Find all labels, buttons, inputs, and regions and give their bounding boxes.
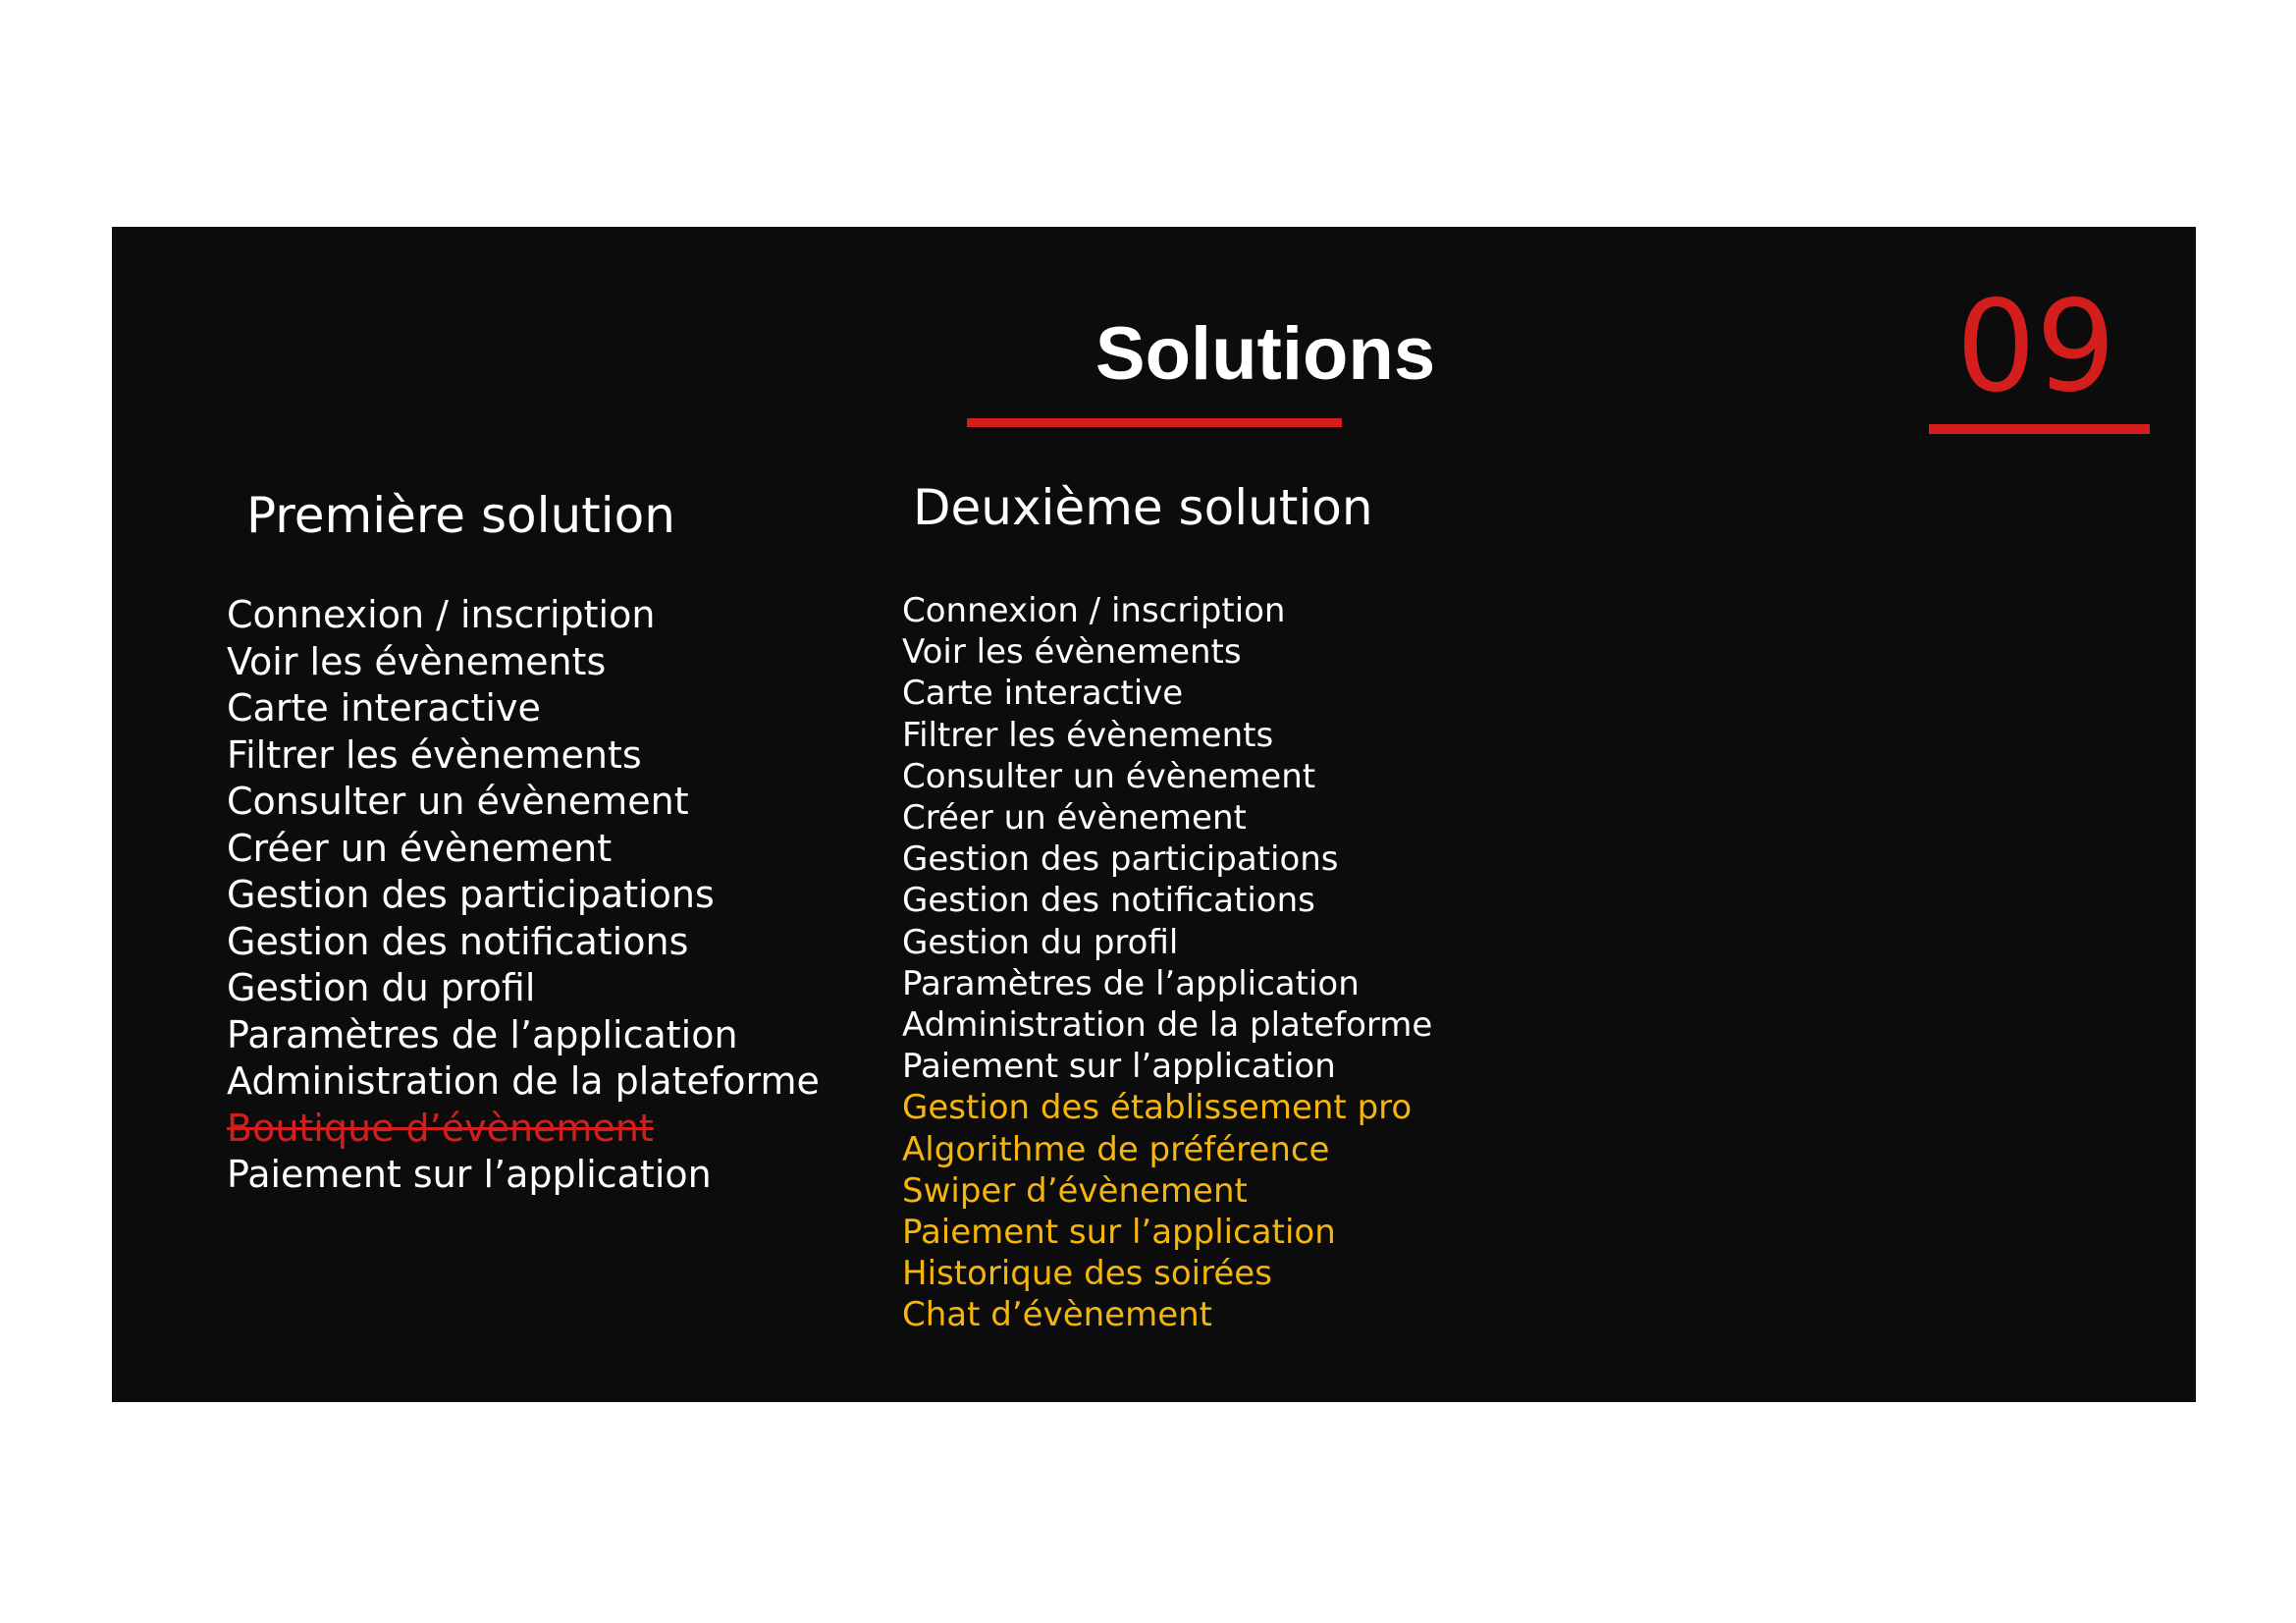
feature-item: Administration de la plateforme — [227, 1059, 820, 1103]
feature-item: Créer un évènement — [902, 798, 1247, 839]
feature-item: Créer un évènement — [227, 826, 613, 870]
feature-item: Gestion des notifications — [227, 919, 689, 963]
feature-item: Gestion du profil — [902, 922, 1179, 962]
feature-item: Paiement sur l’application — [902, 1213, 1336, 1253]
second-solution-heading: Deuxième solution — [913, 479, 1373, 536]
feature-item: Carte interactive — [227, 686, 541, 730]
slide-title: Solutions — [1095, 312, 1436, 396]
feature-item: Voir les évènements — [902, 632, 1242, 673]
feature-item: Gestion des notifications — [902, 881, 1315, 921]
feature-item: Boutique d’évènement — [227, 1106, 654, 1150]
feature-item: Chat d’évènement — [902, 1295, 1212, 1335]
feature-item: Gestion des participations — [227, 873, 715, 916]
feature-item: Voir les évènements — [227, 639, 607, 683]
feature-item: Connexion / inscription — [902, 591, 1286, 630]
feature-item: Consulter un évènement — [902, 756, 1316, 796]
feature-item: Administration de la plateforme — [902, 1005, 1433, 1046]
feature-item: Filtrer les évènements — [902, 715, 1274, 755]
slide: Solutions 09 Première solution Connexion… — [112, 227, 2196, 1402]
feature-item: Carte interactive — [902, 674, 1184, 714]
feature-item: Paramètres de l’application — [902, 963, 1360, 1003]
feature-item: Gestion du profil — [227, 966, 536, 1009]
slide-number-underline — [1929, 424, 2150, 434]
feature-item: Gestion des participations — [902, 839, 1339, 880]
feature-item: Paiement sur l’application — [227, 1153, 712, 1196]
feature-item: Algorithme de préférence — [902, 1129, 1330, 1169]
feature-item: Gestion des établissement pro — [902, 1088, 1413, 1128]
feature-item: Historique des soirées — [902, 1254, 1272, 1294]
feature-item: Connexion / inscription — [227, 593, 656, 636]
slide-number: 09 — [1955, 274, 2116, 420]
title-underline — [967, 418, 1342, 427]
feature-item: Swiper d’évènement — [902, 1170, 1248, 1211]
feature-item: Consulter un évènement — [227, 780, 689, 823]
feature-item: Paramètres de l’application — [227, 1012, 738, 1056]
feature-item: Filtrer les évènements — [227, 732, 642, 777]
feature-item: Paiement sur l’application — [902, 1047, 1336, 1087]
first-solution-heading: Première solution — [246, 487, 675, 544]
